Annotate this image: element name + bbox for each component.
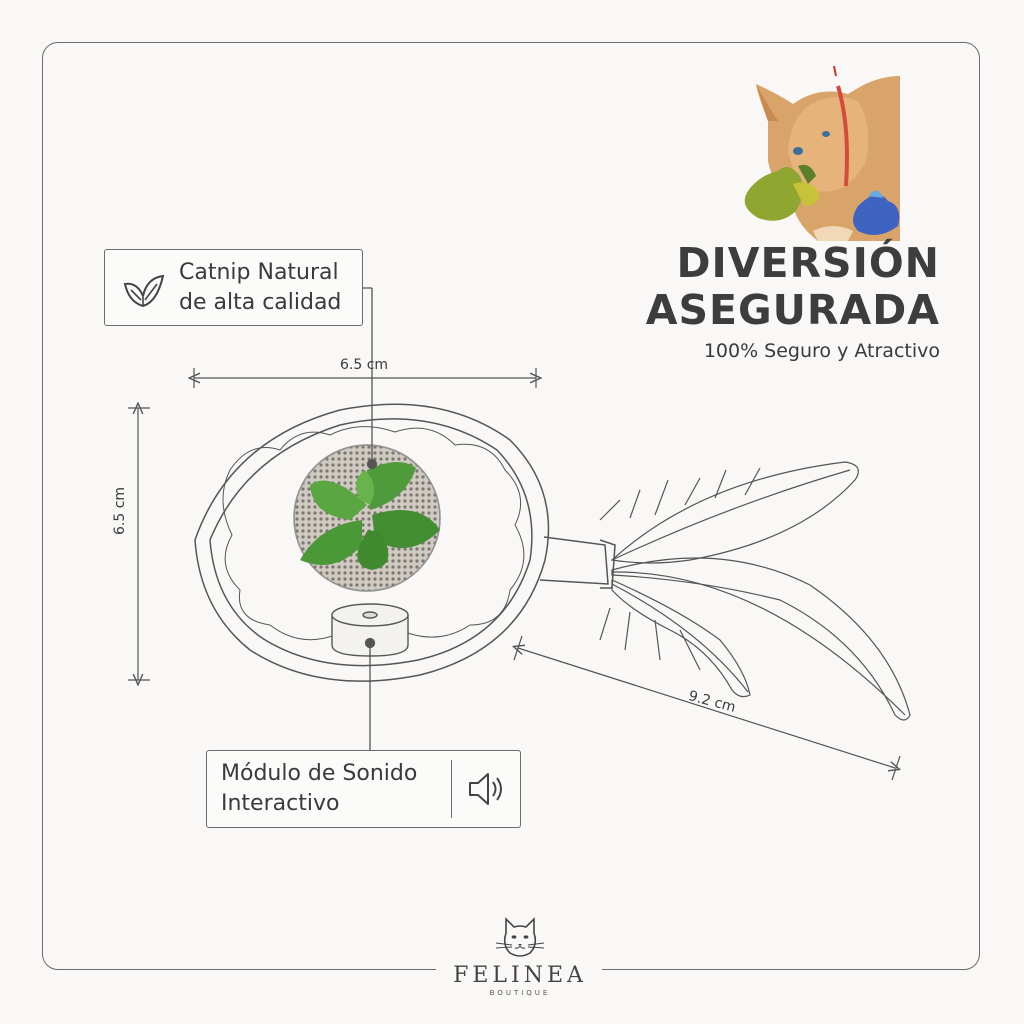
catnip-callout: Catnip Natural de alta calidad — [104, 249, 363, 326]
mint-leaves — [300, 461, 440, 570]
leader-lines — [363, 287, 378, 750]
sound-module — [331, 603, 409, 657]
headline-line-1: DIVERSIÓN — [676, 239, 940, 287]
toy-body — [194, 403, 616, 682]
cat-face-icon — [495, 917, 545, 957]
brand-subtitle: BOUTIQUE — [489, 989, 551, 997]
sound-callout: Módulo de Sonido Interactivo — [206, 750, 521, 828]
subtitle: 100% Seguro y Atractivo — [703, 340, 940, 362]
headline-line-2: ASEGURADA — [645, 286, 940, 334]
callout-divider — [451, 760, 452, 818]
headline: DIVERSIÓN ASEGURADA — [646, 240, 940, 334]
speaker-icon — [469, 773, 502, 805]
cat-with-toy-photo — [744, 66, 900, 241]
catnip-callout-text: Catnip Natural de alta calidad — [179, 259, 342, 315]
width-label: 6.5 cm — [340, 357, 389, 373]
leaf-icon — [123, 274, 165, 307]
height-label: 6.5 cm — [112, 486, 128, 535]
brand-logo: FELINEA BOUTIQUE — [440, 915, 600, 997]
sound-callout-text: Módulo de Sonido Interactivo — [221, 761, 418, 816]
feathers — [599, 461, 911, 721]
brand-name: FELINEA — [453, 963, 587, 988]
frame-gap — [436, 955, 602, 985]
dimension-lines — [128, 368, 900, 781]
